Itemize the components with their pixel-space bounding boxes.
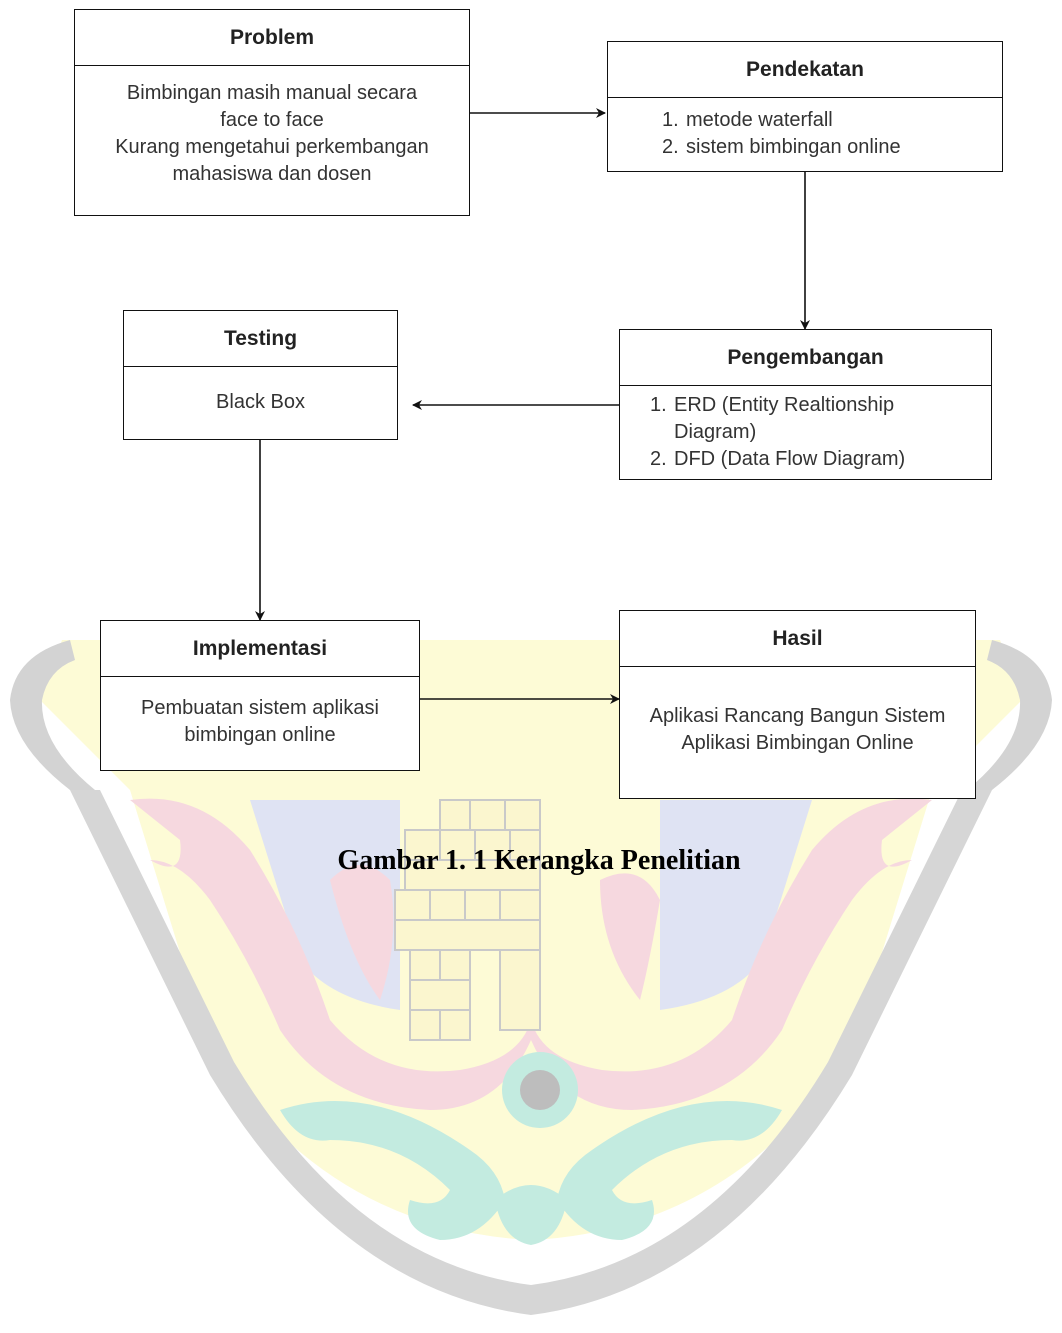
- hasil-box: Hasil Aplikasi Rancang Bangun Sistem Apl…: [619, 610, 976, 799]
- list-text-continuation: Diagram): [674, 421, 757, 443]
- testing-body: Black Box: [124, 367, 397, 416]
- pendekatan-list-item: 1. metode waterfall: [662, 107, 1002, 134]
- pengembangan-box: Pengembangan 1. ERD (Entity Realtionship…: [619, 329, 992, 480]
- pendekatan-title: Pendekatan: [608, 42, 1002, 98]
- list-text: DFD (Data Flow Diagram): [674, 448, 906, 470]
- pendekatan-body: 1. metode waterfall 2. sistem bimbingan …: [608, 98, 1002, 161]
- testing-line: Black Box: [216, 391, 305, 413]
- hasil-body: Aplikasi Rancang Bangun Sistem Aplikasi …: [620, 667, 975, 757]
- pengembangan-list-item: 2. DFD (Data Flow Diagram): [650, 446, 991, 473]
- testing-title: Testing: [124, 311, 397, 367]
- implementasi-line: Pembuatan sistem aplikasi: [141, 697, 379, 719]
- problem-box: Problem Bimbingan masih manual secara fa…: [74, 9, 470, 216]
- pengembangan-list-item: 1. ERD (Entity Realtionship Diagram): [650, 392, 991, 446]
- pendekatan-box: Pendekatan 1. metode waterfall 2. sistem…: [607, 41, 1003, 172]
- problem-line: mahasiswa dan dosen: [172, 163, 372, 185]
- hasil-title: Hasil: [620, 611, 975, 667]
- hasil-line: Aplikasi Bimbingan Online: [681, 732, 914, 754]
- hasil-line: Aplikasi Rancang Bangun Sistem: [649, 705, 946, 727]
- list-text: sistem bimbingan online: [686, 136, 901, 158]
- implementasi-title: Implementasi: [101, 621, 419, 677]
- implementasi-body: Pembuatan sistem aplikasi bimbingan onli…: [101, 677, 419, 749]
- figure-caption: Gambar 1. 1 Kerangka Penelitian: [337, 845, 741, 876]
- problem-line: Bimbingan masih manual secara: [126, 82, 418, 104]
- problem-title: Problem: [75, 10, 469, 66]
- problem-line: Kurang mengetahui perkembangan: [115, 136, 429, 158]
- problem-body: Bimbingan masih manual secara face to fa…: [75, 66, 469, 188]
- list-number: 2.: [662, 136, 679, 158]
- pengembangan-body: 1. ERD (Entity Realtionship Diagram) 2. …: [620, 386, 991, 473]
- list-number: 1.: [662, 109, 679, 131]
- list-text: ERD (Entity Realtionship: [674, 394, 895, 416]
- testing-box: Testing Black Box: [123, 310, 398, 440]
- list-text: metode waterfall: [686, 109, 833, 131]
- list-number: 1.: [650, 394, 667, 416]
- pengembangan-title: Pengembangan: [620, 330, 991, 386]
- list-number: 2.: [650, 448, 667, 470]
- problem-line: face to face: [220, 109, 324, 131]
- pendekatan-list-item: 2. sistem bimbingan online: [662, 134, 1002, 161]
- implementasi-line: bimbingan online: [184, 724, 336, 746]
- implementasi-box: Implementasi Pembuatan sistem aplikasi b…: [100, 620, 420, 771]
